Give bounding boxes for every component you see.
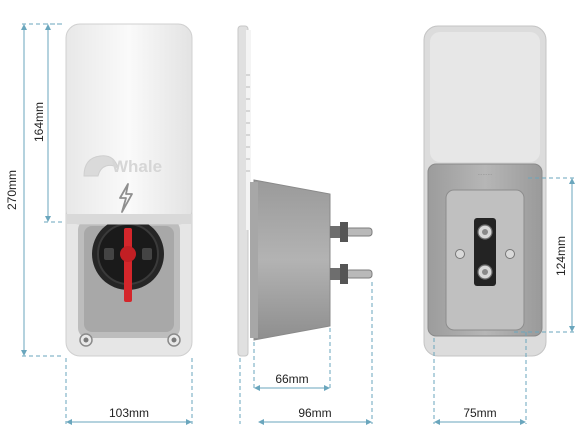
lightning-bolt-icon <box>119 183 133 213</box>
rear-screw-left <box>455 249 465 259</box>
rear-view: ········· <box>423 25 547 357</box>
socket-red-hub <box>120 246 136 262</box>
dim-total-height <box>21 23 64 357</box>
label-rear-height: 124mm <box>554 236 568 276</box>
rear-terminal-nut-lower-inner <box>482 269 488 275</box>
front-screw-left-inner <box>83 337 89 343</box>
dim-side-total-depth <box>239 282 373 425</box>
dim-rear-width <box>433 332 527 425</box>
whale-logo: Whale <box>83 155 162 177</box>
label-side-total-depth: 96mm <box>298 406 331 420</box>
side-housing-flange <box>250 182 258 338</box>
label-total-height: 270mm <box>5 170 19 210</box>
socket-red-pin <box>124 228 132 302</box>
side-plate-edge <box>246 30 251 230</box>
dim-cover-height <box>44 23 64 223</box>
dim-rear-height <box>514 177 576 333</box>
front-screw-right-inner <box>171 337 177 343</box>
rear-terminal-nut-upper-inner <box>482 229 488 235</box>
side-housing-body <box>253 179 331 341</box>
label-side-body-depth: 66mm <box>275 372 308 386</box>
socket-pin-right <box>142 248 152 260</box>
label-rear-width: 75mm <box>463 406 496 420</box>
side-terminal-upper <box>330 222 373 242</box>
rear-screw-right <box>505 249 515 259</box>
side-plate-ridges <box>246 74 250 172</box>
whale-logo-text: Whale <box>112 157 162 176</box>
dim-side-body-depth <box>253 328 331 391</box>
front-view: Whale <box>65 23 193 357</box>
front-cover-rim <box>66 214 192 224</box>
whale-logo-icon <box>83 155 119 177</box>
label-front-width: 103mm <box>109 406 149 420</box>
rear-housing-mark: ········· <box>478 172 493 178</box>
dim-front-width <box>65 358 193 425</box>
socket-pin-left <box>104 248 114 260</box>
rear-back-plate-inner <box>430 32 540 162</box>
label-cover-height: 164mm <box>32 102 46 142</box>
side-terminal-lower <box>330 264 373 284</box>
side-view <box>237 25 373 357</box>
dimension-lines <box>21 23 576 425</box>
